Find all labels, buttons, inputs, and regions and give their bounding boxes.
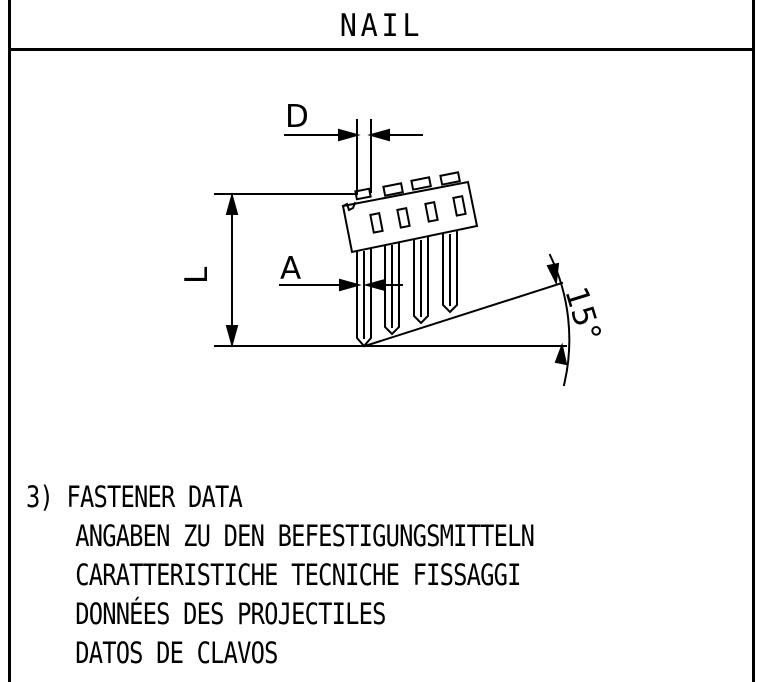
dimension-label-d: D	[285, 99, 309, 135]
nail-shank-4	[442, 231, 458, 314]
nail-shank-1	[356, 249, 372, 348]
dimension-label-a: A	[280, 251, 301, 287]
angle-arrow-top	[546, 262, 560, 286]
strip-slot-3	[424, 201, 439, 223]
notes-line-italian: CARATTERISTICHE TECNICHE FISSAGGI	[75, 558, 521, 592]
notes-line-german: ANGABEN ZU DEN BEFESTIGUNGSMITTELN	[75, 519, 535, 553]
l-arrow-bottom	[225, 325, 239, 348]
frame-left-border	[8, 0, 11, 682]
nail-head-1	[354, 187, 372, 201]
dimension-label-l: L	[179, 266, 215, 284]
title-divider	[8, 48, 755, 51]
strip-top-ticks	[341, 201, 357, 212]
a-arrow-right	[363, 278, 386, 292]
d-arrow-right	[367, 128, 390, 142]
angle-reference-line	[363, 281, 564, 348]
nail-head-3	[410, 176, 432, 191]
nail-head-2	[382, 182, 404, 197]
angle-label-15: 15°	[557, 283, 607, 346]
drawing-title: NAIL	[339, 8, 424, 44]
collation-strip	[341, 180, 479, 254]
l-arrow-top	[225, 192, 239, 215]
notes-line-french: DONNÉES DES PROJECTILES	[75, 597, 386, 631]
nail-head-4	[439, 171, 461, 186]
angle-arrow-bottom	[554, 342, 568, 366]
fastener-data-notes: 3) FASTENER DATA ANGABEN ZU DEN BEFESTIG…	[26, 478, 616, 673]
nail-shank-3	[413, 237, 429, 325]
strip-slot-1	[369, 212, 384, 234]
frame-right-border	[752, 0, 755, 682]
a-arrow-left	[339, 278, 362, 292]
nail-shank-2	[384, 242, 400, 336]
d-arrow-left	[338, 128, 361, 142]
notes-line-spanish: DATOS DE CLAVOS	[75, 636, 278, 670]
strip-slot-4	[452, 195, 467, 217]
strip-slot-2	[396, 207, 411, 229]
notes-heading: 3) FASTENER DATA	[26, 480, 243, 514]
